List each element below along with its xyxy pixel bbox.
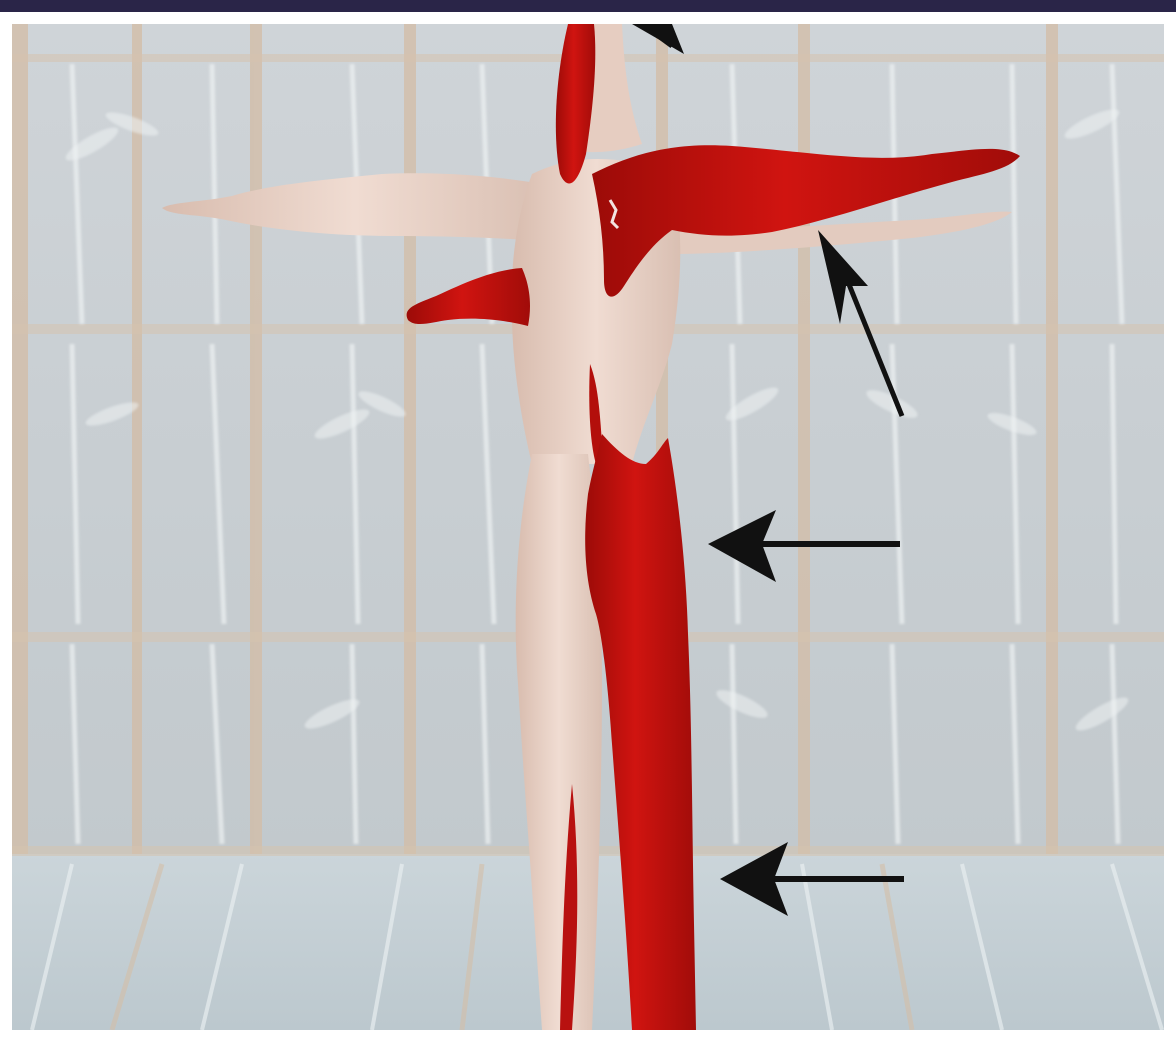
- humanoid-render-image: [12, 24, 1164, 1030]
- render-image-frame: [12, 24, 1164, 1030]
- bottom-border-strip: [0, 1030, 1176, 1042]
- top-border-bar: [0, 0, 1176, 12]
